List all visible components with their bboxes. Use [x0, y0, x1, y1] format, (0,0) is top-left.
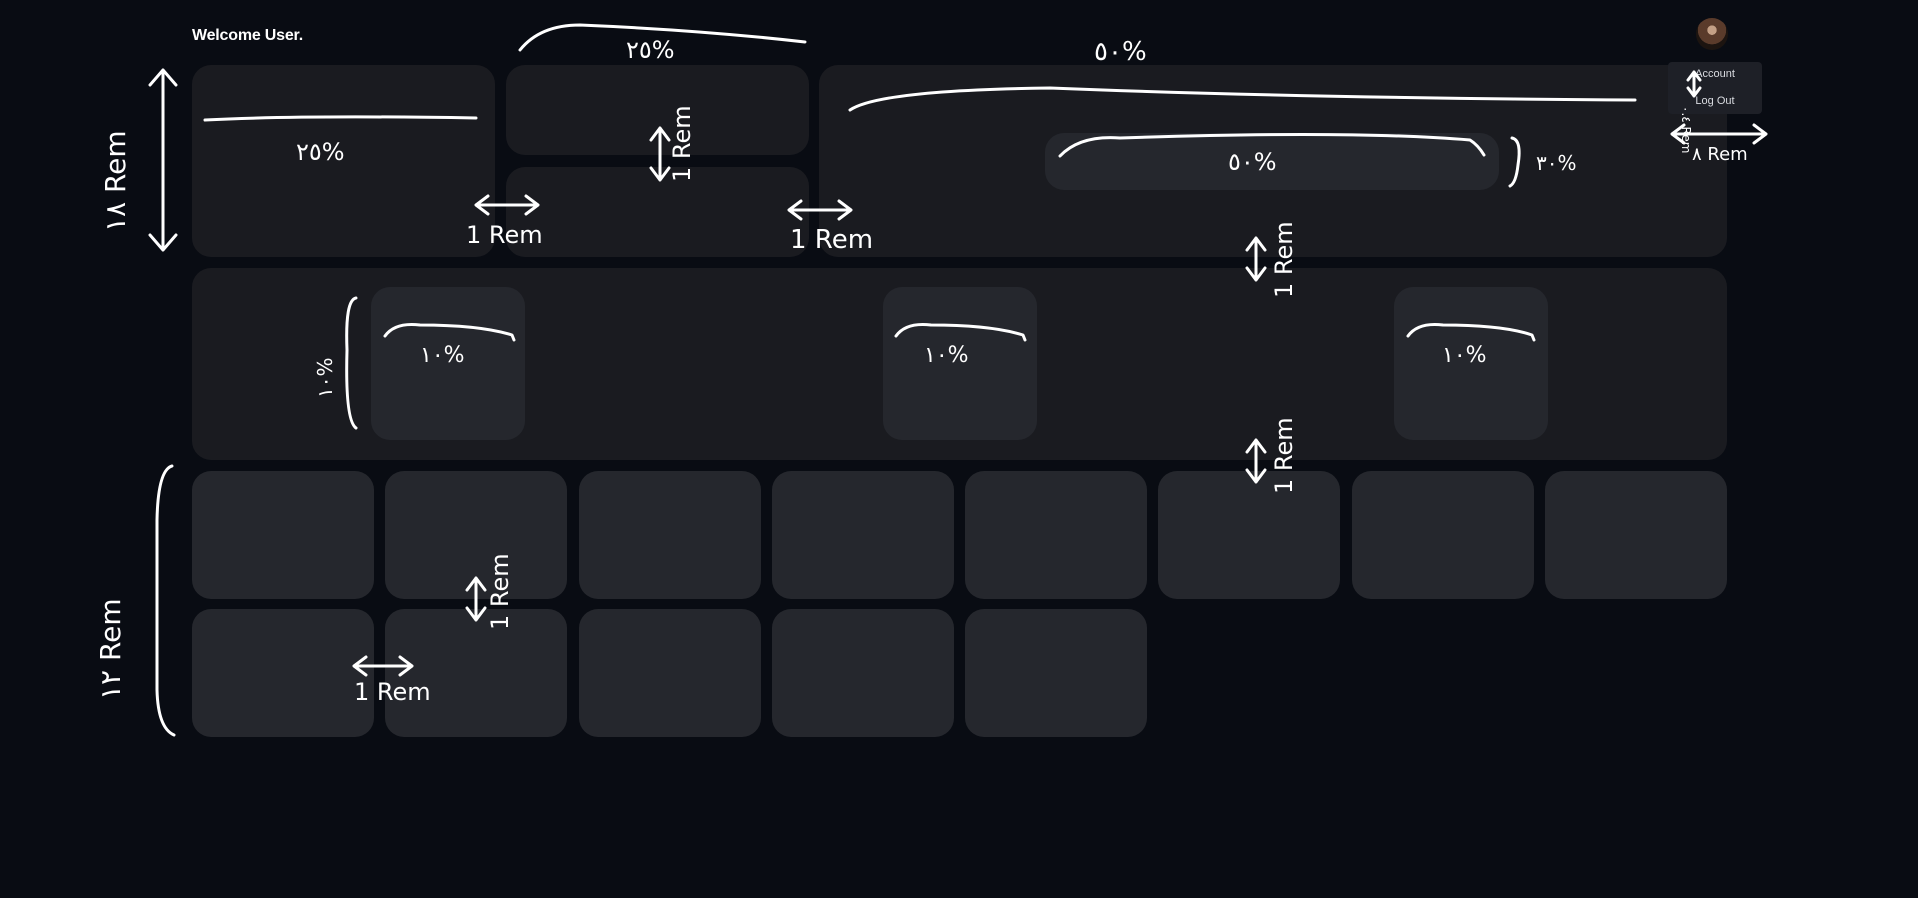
- search-bar[interactable]: [1045, 133, 1499, 190]
- tile[interactable]: [192, 471, 374, 599]
- user-menu: Account Log Out: [1668, 62, 1762, 114]
- annotation-stroke: [155, 464, 176, 737]
- logout-menu-item[interactable]: Log Out: [1695, 95, 1735, 107]
- stat-card-3[interactable]: [1394, 287, 1548, 440]
- top-mid-upper-panel: [506, 65, 809, 155]
- tile[interactable]: [385, 609, 567, 737]
- account-menu-item[interactable]: Account: [1695, 68, 1735, 80]
- annotation-stroke: [148, 68, 178, 252]
- top-left-panel: [192, 65, 495, 257]
- tile[interactable]: [1352, 471, 1534, 599]
- stat-card-2[interactable]: [883, 287, 1037, 440]
- user-avatar[interactable]: [1696, 18, 1728, 50]
- top-right-panel: [819, 65, 1727, 257]
- tile[interactable]: [772, 471, 954, 599]
- annotation-label: ١٨ Rem: [99, 130, 132, 232]
- annotation-label: ٥٠%: [1094, 37, 1147, 67]
- annotation-stroke: [518, 23, 807, 52]
- annotation-label: ٢٥%: [626, 36, 675, 64]
- tile[interactable]: [965, 609, 1147, 737]
- tile[interactable]: [579, 471, 761, 599]
- tile[interactable]: [192, 609, 374, 737]
- tile[interactable]: [772, 609, 954, 737]
- middle-panel: [192, 268, 1727, 460]
- welcome-message: Welcome User.: [192, 27, 303, 44]
- tile[interactable]: [1545, 471, 1727, 599]
- top-mid-lower-panel: [506, 167, 809, 257]
- tile[interactable]: [579, 609, 761, 737]
- tile[interactable]: [1158, 471, 1340, 599]
- stat-card-1[interactable]: [371, 287, 525, 440]
- tile[interactable]: [965, 471, 1147, 599]
- annotation-label: ١٢ Rem: [94, 598, 127, 700]
- tile[interactable]: [385, 471, 567, 599]
